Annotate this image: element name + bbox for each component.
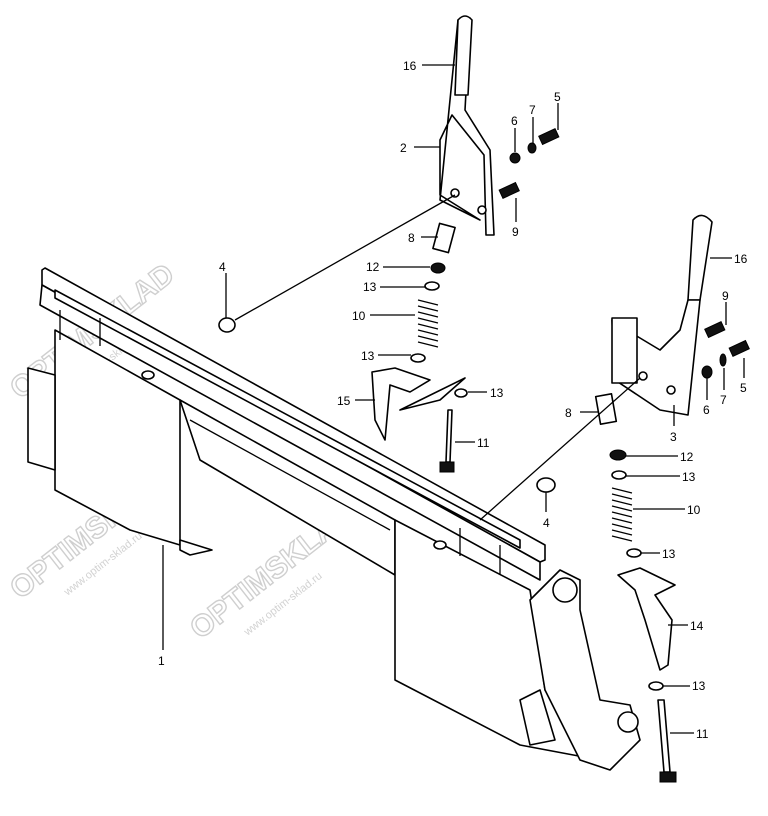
leader-lines (162, 64, 745, 734)
callout-9: 9 (722, 289, 729, 303)
callout-8: 8 (565, 406, 572, 420)
callout-3: 3 (670, 430, 677, 444)
callout-8: 8 (408, 231, 415, 245)
callout-10: 10 (687, 503, 701, 517)
callout-12: 12 (366, 260, 380, 274)
callout-11: 11 (696, 727, 709, 741)
callout-16: 16 (403, 59, 417, 73)
right-lever-assembly (479, 214, 750, 783)
callout-5: 5 (740, 381, 747, 395)
callout-2: 2 (400, 141, 407, 155)
callout-9: 9 (512, 225, 519, 239)
callout-15: 15 (337, 394, 351, 408)
callout-6: 6 (511, 114, 518, 128)
callout-13: 13 (682, 470, 696, 484)
callout-12: 12 (680, 450, 694, 464)
callout-13: 13 (692, 679, 706, 693)
callout-13: 13 (662, 547, 676, 561)
callout-10: 10 (352, 309, 366, 323)
callout-7: 7 (720, 393, 727, 407)
callout-16: 16 (734, 252, 748, 266)
callout-labels: 16 2 6 7 5 9 8 12 13 10 13 15 13 11 4 1 … (158, 59, 748, 741)
callout-5: 5 (554, 90, 561, 104)
callout-1: 1 (158, 654, 165, 668)
callout-11: 11 (477, 436, 490, 450)
callout-13: 13 (490, 386, 504, 400)
callout-13: 13 (361, 349, 375, 363)
left-lever-assembly (218, 15, 560, 473)
callout-14: 14 (690, 619, 704, 633)
callout-13: 13 (363, 280, 377, 294)
callout-7: 7 (529, 103, 536, 117)
callout-6: 6 (703, 403, 710, 417)
callout-4: 4 (219, 260, 226, 274)
callout-4: 4 (543, 516, 550, 530)
frame-part-1 (27, 267, 641, 771)
